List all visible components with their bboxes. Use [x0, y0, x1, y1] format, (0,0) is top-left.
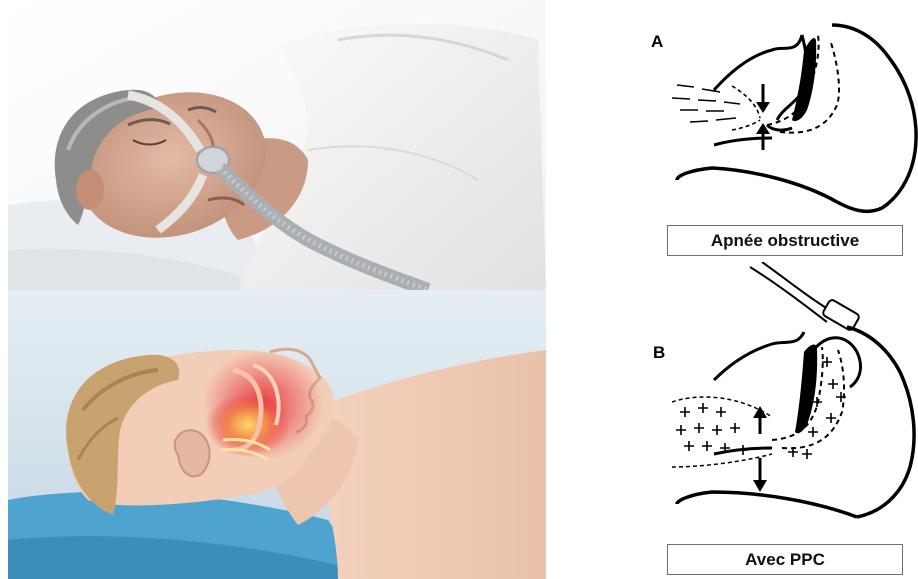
airflow-lines — [672, 85, 760, 130]
cpap-mask-icon — [822, 299, 860, 332]
diagram-with-cpap — [632, 262, 918, 537]
diagram-obstructive-apnea — [632, 10, 918, 225]
head-outline — [832, 25, 916, 211]
panel-letter-a: A — [651, 32, 663, 52]
caption-with-cpap: Avec PPC — [667, 544, 903, 575]
collapsed-airway — [792, 38, 816, 121]
open-airway — [795, 345, 817, 434]
airway-illustration — [8, 290, 546, 579]
caption-obstructive-apnea: Apnée obstructive — [667, 225, 903, 256]
cpap-patient-photo — [8, 0, 546, 290]
panel-letter-b: B — [653, 343, 665, 363]
